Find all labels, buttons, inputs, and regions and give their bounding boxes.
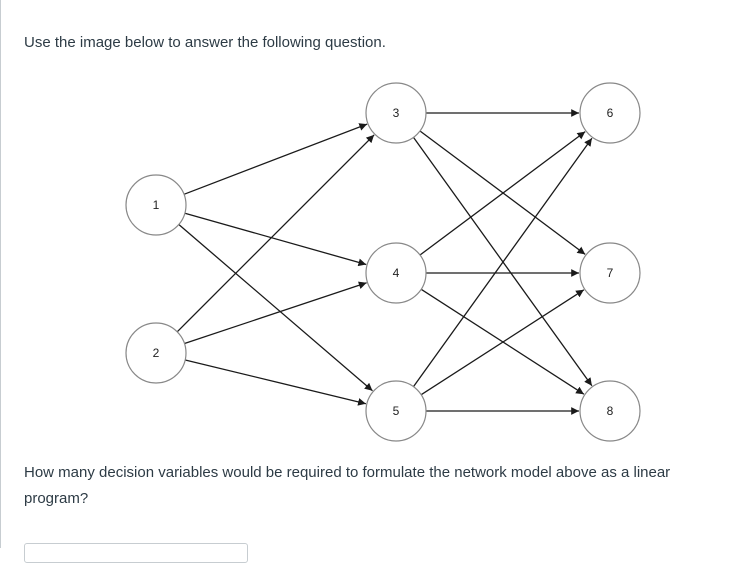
node-label: 6 xyxy=(607,106,614,120)
network-diagram: 1 2 3 4 5 6 7 8 xyxy=(125,82,641,442)
node-label: 2 xyxy=(153,346,160,360)
edge-2-3 xyxy=(176,134,375,333)
node-label: 7 xyxy=(607,266,614,280)
node-1: 1 xyxy=(125,174,187,236)
edge-4-6 xyxy=(419,131,586,256)
node-circle xyxy=(365,82,427,144)
edge-2-4 xyxy=(184,281,367,345)
question-prompt: Use the image below to answer the follow… xyxy=(24,34,386,51)
node-label: 8 xyxy=(607,404,614,418)
node-8: 8 xyxy=(579,380,641,442)
edge-5-7 xyxy=(420,289,585,396)
node-3: 3 xyxy=(365,82,427,144)
edge-5-6 xyxy=(412,137,593,387)
node-circle xyxy=(579,242,641,304)
node-label: 5 xyxy=(393,404,400,418)
page-frame xyxy=(0,0,1,548)
node-label: 3 xyxy=(393,106,400,120)
node-6: 6 xyxy=(579,82,641,144)
node-7: 7 xyxy=(579,242,641,304)
node-label: 4 xyxy=(393,266,400,280)
node-2: 2 xyxy=(125,322,187,384)
network-edges xyxy=(176,109,593,415)
node-circle xyxy=(365,242,427,304)
network-nodes: 1 2 3 4 5 6 7 8 xyxy=(125,82,641,442)
node-label: 1 xyxy=(153,198,160,212)
node-circle xyxy=(579,380,641,442)
edge-1-4 xyxy=(184,212,367,267)
edge-2-5 xyxy=(185,359,367,406)
node-circle xyxy=(365,380,427,442)
node-circle xyxy=(125,322,187,384)
edge-1-5 xyxy=(178,224,373,392)
edge-1-3 xyxy=(183,123,368,195)
node-4: 4 xyxy=(365,242,427,304)
question-text: How many decision variables would be req… xyxy=(24,464,671,507)
node-5: 5 xyxy=(365,380,427,442)
node-circle xyxy=(579,82,641,144)
node-circle xyxy=(125,174,187,236)
answer-input[interactable] xyxy=(24,543,248,563)
